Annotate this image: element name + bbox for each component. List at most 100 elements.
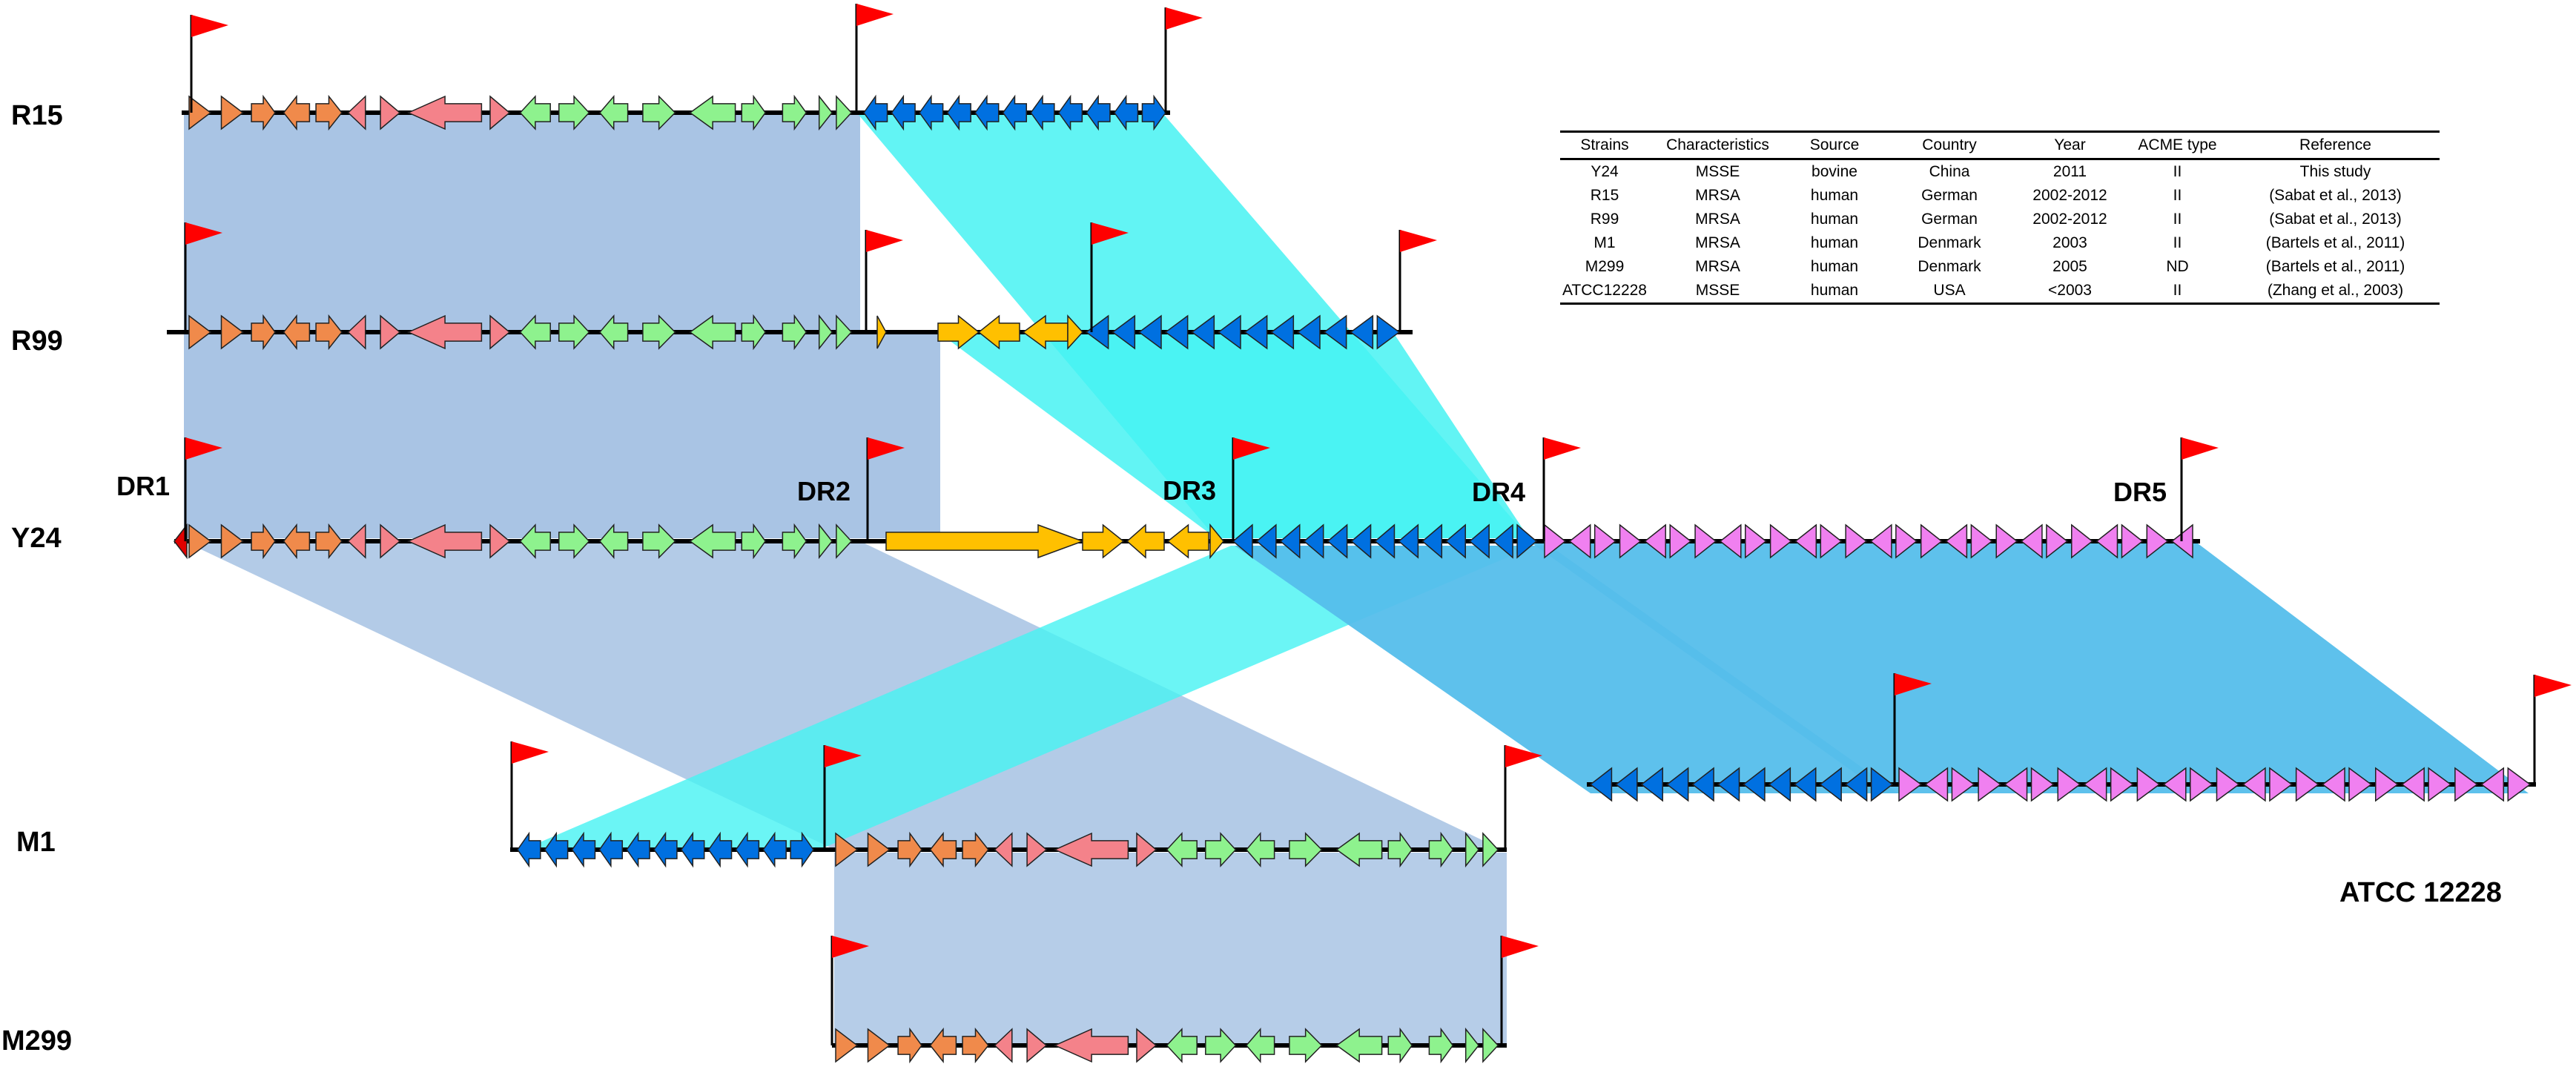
gene-arrow — [1270, 314, 1295, 350]
gene-arrow — [1820, 523, 1843, 559]
gene-arrow — [1279, 523, 1301, 559]
gene-arrow — [689, 314, 736, 350]
gene-arrow — [2136, 767, 2161, 802]
gene-arrow — [741, 314, 767, 351]
table-cell: MRSA — [1695, 211, 1740, 228]
gene-arrow — [2071, 523, 2093, 559]
gene-arrow — [642, 523, 676, 559]
gene-arrow — [315, 94, 343, 131]
gene-arrow — [919, 94, 944, 131]
gene-arrow — [2428, 767, 2452, 802]
gene-arrow — [863, 94, 888, 131]
gene-arrow — [1694, 523, 1717, 559]
gene-arrow — [1376, 314, 1401, 350]
header-acme-type: ACME type — [2124, 130, 2231, 160]
table-cell: human — [1810, 258, 1859, 275]
gene-arrow — [1136, 832, 1157, 867]
homology-band — [940, 334, 1529, 538]
flag-icon — [866, 230, 903, 252]
gene-arrow — [1615, 767, 1638, 802]
gene-arrow — [1745, 523, 1767, 559]
gene-arrow — [2046, 523, 2068, 559]
gene-arrow — [251, 314, 276, 351]
gene-arrow — [1845, 523, 1868, 559]
flag-icon — [1895, 673, 1932, 695]
table-cell: (Bartels et al., 2011) — [2265, 258, 2405, 275]
gene-arrow — [1589, 767, 1613, 802]
flag-icon — [856, 4, 894, 26]
table-row: R15 MRSA human German 2002-2012 II (Saba… — [1560, 184, 2440, 208]
gene-arrow — [1022, 314, 1069, 350]
gene-arrow — [1026, 832, 1048, 867]
table-cell: German — [1921, 187, 1978, 204]
gene-arrow — [1445, 523, 1466, 559]
flag-icon — [825, 745, 862, 767]
gene-arrow — [1335, 1028, 1383, 1063]
gene-arrow — [1870, 767, 1894, 802]
gene-arrow — [1743, 767, 1766, 802]
table-row: M1 MRSA human Denmark 2003 II (Bartels e… — [1560, 231, 2440, 255]
table-cell: MRSA — [1695, 258, 1740, 275]
gene-arrow — [818, 523, 833, 560]
gene-arrow — [1323, 314, 1347, 350]
gene-arrow — [2020, 523, 2043, 559]
gene-arrow — [835, 832, 859, 867]
flag-icon — [1505, 745, 1542, 767]
gene-arrow — [867, 1028, 891, 1063]
gene-arrow — [1469, 523, 1490, 559]
gene-arrow — [1297, 314, 1321, 350]
flag-icon — [1092, 222, 1129, 245]
gene-arrow — [1717, 767, 1740, 802]
gene-arrow — [741, 523, 767, 560]
gene-arrow — [1067, 314, 1084, 350]
gene-arrow — [836, 314, 853, 350]
table-cell: bovine — [1812, 163, 1857, 180]
table-cell: II — [2124, 279, 2231, 305]
gene-arrow — [782, 94, 808, 131]
gene-arrow — [347, 314, 366, 350]
gene-arrow — [188, 523, 212, 559]
gene-arrow — [946, 94, 971, 131]
table-cell: human — [1810, 234, 1859, 251]
gene-arrow — [2057, 767, 2081, 802]
gene-arrow — [2480, 767, 2505, 802]
gene-arrow — [2096, 523, 2118, 559]
gene-arrow — [406, 95, 483, 130]
gene-arrow — [598, 523, 629, 560]
gene-arrow — [885, 523, 1085, 559]
gene-arrow — [1387, 1027, 1413, 1064]
table-cell: Y24 — [1591, 163, 1619, 180]
gene-arrow — [836, 95, 853, 130]
gene-arrow — [2269, 767, 2293, 802]
gene-arrow — [867, 832, 891, 867]
gene-arrow — [929, 1027, 957, 1064]
gene-arrow — [1053, 832, 1129, 867]
table-cell: (Zhang et al., 2003) — [2231, 279, 2440, 305]
gene-arrow — [1898, 767, 1922, 802]
gene-arrow — [2083, 767, 2107, 802]
gene-arrow — [897, 831, 922, 868]
gene-arrow — [1255, 523, 1277, 559]
gene-arrow — [790, 831, 814, 868]
gene-arrow — [220, 314, 244, 350]
gene-arrow — [1568, 523, 1591, 559]
flag-icon — [2182, 437, 2219, 460]
gene-arrow — [571, 831, 596, 868]
header-reference: Reference — [2231, 130, 2440, 160]
gene-arrow — [1141, 94, 1166, 131]
gene-arrow — [283, 523, 311, 560]
table-cell: M1 — [1594, 234, 1616, 251]
flag-icon — [1166, 7, 1203, 30]
gene-arrow — [741, 94, 767, 131]
table-cell: Denmark — [1918, 258, 1981, 275]
table-cell: <2003 — [2016, 279, 2124, 305]
gene-arrow — [2375, 767, 2399, 802]
gene-arrow — [517, 831, 541, 868]
gene-arrow — [1085, 314, 1109, 350]
gene-arrow — [220, 523, 244, 559]
gene-arrow — [519, 95, 551, 130]
strain-label-m299: M299 — [1, 1025, 72, 1057]
gene-arrow — [1026, 1028, 1048, 1063]
gene-arrow — [974, 94, 1000, 131]
flag-icon — [1233, 437, 1270, 460]
